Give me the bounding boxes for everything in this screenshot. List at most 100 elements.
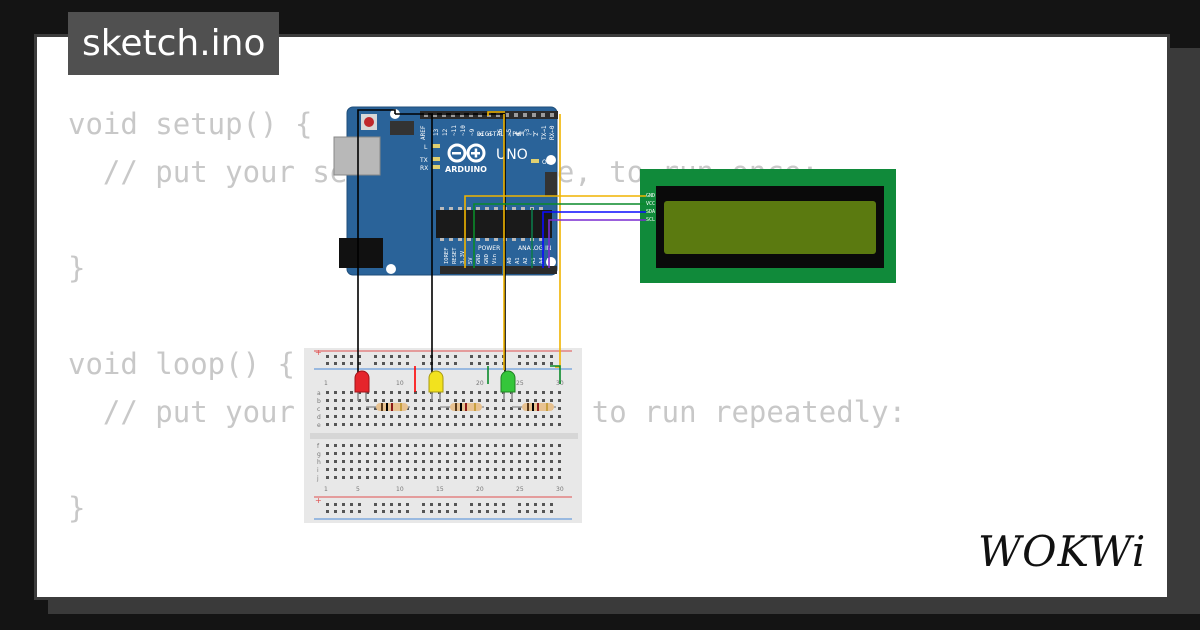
pin-label: 4 [515, 132, 522, 136]
breadboard-hole [374, 391, 377, 394]
file-tab[interactable]: sketch.ino [68, 12, 280, 75]
breadboard-hole [502, 510, 505, 513]
breadboard-hole [446, 415, 449, 418]
code-line: void setup() { [68, 107, 313, 141]
breadboard-hole [486, 362, 489, 365]
pin-label: A0 [507, 257, 513, 264]
breadboard-hole [422, 468, 425, 471]
digital-label: DIGITAL (PWM ~) [477, 130, 536, 138]
breadboard-hole [430, 510, 433, 513]
breadboard-hole [366, 460, 369, 463]
breadboard-hole [550, 423, 553, 426]
breadboard-hole [510, 407, 513, 410]
breadboard-hole [550, 503, 553, 506]
breadboard-half[interactable]: + + 1 5 10 15 20 25 30 1 5 10 15 20 25 3… [304, 348, 582, 523]
breadboard-hole [358, 510, 361, 513]
pin-label: TX→1 [541, 125, 548, 140]
breadboard-hole [358, 415, 361, 418]
led-l [432, 144, 440, 148]
breadboard-hole [358, 362, 361, 365]
breadboard-hole [398, 468, 401, 471]
row-letter: a [317, 390, 321, 397]
breadboard-hole [326, 423, 329, 426]
breadboard-hole [438, 460, 441, 463]
breadboard-hole [398, 391, 401, 394]
breadboard-hole [374, 476, 377, 479]
breadboard-hole [494, 468, 497, 471]
led-green[interactable] [500, 370, 516, 401]
breadboard-hole [342, 503, 345, 506]
breadboard-hole [430, 415, 433, 418]
resistor[interactable] [440, 403, 484, 411]
breadboard-hole [334, 423, 337, 426]
usb-port [333, 136, 381, 176]
breadboard-hole [446, 510, 449, 513]
led-red[interactable] [354, 370, 370, 401]
breadboard-hole [478, 355, 481, 358]
breadboard-hole [366, 423, 369, 426]
breadboard-hole [518, 452, 521, 455]
breadboard-hole [398, 510, 401, 513]
led-rx [432, 165, 440, 169]
lcd-screen [664, 201, 876, 254]
resistor[interactable] [512, 403, 556, 411]
breadboard-hole [462, 399, 465, 402]
breadboard-hole [358, 407, 361, 410]
breadboard-hole [454, 468, 457, 471]
breadboard-hole [374, 452, 377, 455]
breadboard-hole [518, 423, 521, 426]
breadboard-hole [398, 423, 401, 426]
breadboard-hole [446, 391, 449, 394]
wire-lcd-sda [542, 211, 646, 268]
breadboard-hole [518, 391, 521, 394]
breadboard-hole [382, 423, 385, 426]
breadboard-hole [494, 460, 497, 463]
breadboard-hole [518, 444, 521, 447]
breadboard-hole [430, 503, 433, 506]
pin-label: A3 [531, 257, 537, 264]
pin-label: A4 [539, 257, 545, 264]
breadboard-hole [526, 444, 529, 447]
breadboard-hole [398, 444, 401, 447]
breadboard-hole [510, 423, 513, 426]
breadboard-hole [534, 423, 537, 426]
breadboard-hole [398, 476, 401, 479]
breadboard-hole [382, 460, 385, 463]
breadboard-hole [478, 423, 481, 426]
breadboard-hole [526, 468, 529, 471]
row-letter: g [317, 451, 321, 458]
led-body [428, 370, 444, 393]
breadboard-hole [518, 468, 521, 471]
breadboard-hole [446, 452, 449, 455]
breadboard-hole [374, 444, 377, 447]
breadboard-hole [542, 468, 545, 471]
breadboard-hole [470, 476, 473, 479]
column-number: 5 [356, 486, 360, 493]
breadboard-hole [326, 415, 329, 418]
led-yellow[interactable] [428, 370, 444, 401]
pin-label: GND [476, 254, 482, 264]
lcd-1602-i2c[interactable]: GND VCC SDA SCL [640, 169, 896, 283]
breadboard-hole [550, 476, 553, 479]
pin-label: 3.3V [460, 250, 466, 264]
breadboard-hole [382, 391, 385, 394]
pin-label: A2 [523, 257, 529, 264]
led-body [500, 370, 516, 393]
breadboard-hole [526, 399, 529, 402]
breadboard-hole [398, 399, 401, 402]
breadboard-hole [406, 468, 409, 471]
breadboard-hole [486, 503, 489, 506]
breadboard-hole [558, 407, 561, 410]
breadboard-hole [446, 399, 449, 402]
rail-plus-label: + [315, 496, 322, 505]
breadboard-hole [502, 476, 505, 479]
breadboard-hole [486, 355, 489, 358]
breadboard-hole [406, 355, 409, 358]
breadboard-trench [310, 433, 578, 439]
breadboard-hole [486, 460, 489, 463]
arduino-uno-board[interactable]: AREF 13 12 ~11 ~10 ~9 8 7 ~6 ~5 4 ~3 2 T… [333, 106, 558, 276]
resistor[interactable] [366, 403, 410, 411]
wire-gnd-green-led [432, 113, 506, 392]
breadboard-hole [438, 452, 441, 455]
breadboard-hole [446, 423, 449, 426]
